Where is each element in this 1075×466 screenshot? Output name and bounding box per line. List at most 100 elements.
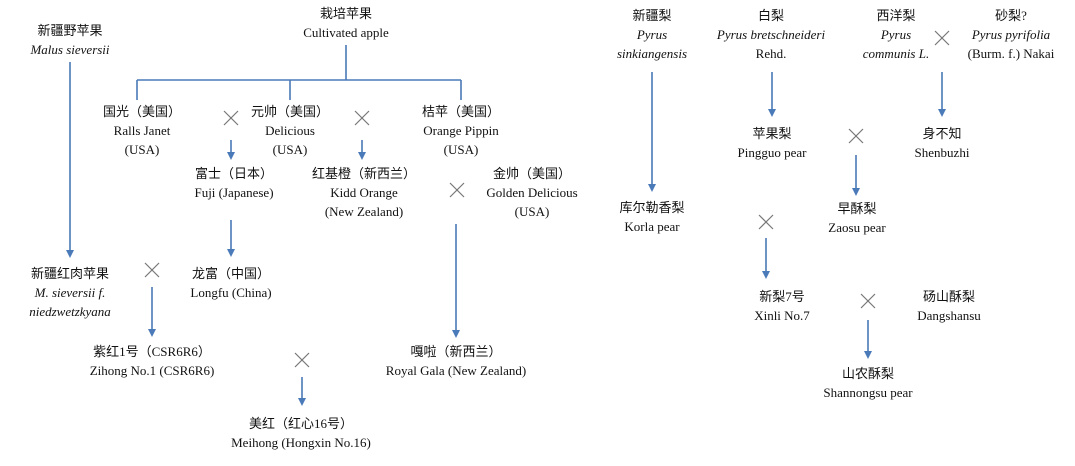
node-zh-label: 红基橙（新西兰） — [311, 166, 417, 181]
node-red-flesh-apple: 新疆红肉苹果 M. sieversii f. niedzwetzkyana — [29, 264, 111, 321]
node-en-label: Zaosu pear — [828, 220, 886, 235]
node-pyrus-communis: 西洋梨 Pyrus communis L. — [863, 6, 929, 63]
node-en-label: Dangshansu — [917, 308, 981, 323]
node-en-label: Ralls Janet — [113, 123, 171, 138]
node-authority: (Burm. f.) Nakai — [967, 46, 1055, 61]
node-zh-label: 国光（美国） — [102, 104, 182, 119]
node-latin-name: Pyrus — [880, 27, 912, 42]
cross-mark — [860, 293, 876, 309]
node-zh-label: 元帅（美国） — [250, 104, 330, 119]
node-latin-name-2: communis L. — [862, 46, 930, 61]
node-zh-label: 富士（日本） — [194, 166, 273, 181]
cross-mark — [758, 214, 774, 230]
arrow-to-shannongsu-head — [864, 351, 872, 359]
node-zh-label: 新疆梨 — [632, 8, 672, 23]
node-en-label: Royal Gala (New Zealand) — [385, 363, 527, 378]
node-zh-label: 紫红1号（CSR6R6） — [93, 344, 211, 359]
node-en-label: Meihong (Hongxin No.16) — [231, 435, 371, 450]
node-zh-label: 库尔勒香梨 — [619, 200, 685, 215]
node-en-label: Xinli No.7 — [754, 308, 810, 323]
node-latin-name: Malus sieversii — [30, 42, 110, 57]
node-zh-label: 新疆野苹果 — [37, 23, 103, 38]
node-meihong: 美红（红心16号） Meihong (Hongxin No.16) — [231, 414, 371, 452]
arrow-to-zaosu-head — [852, 188, 860, 196]
node-xinli-no7: 新梨7号 Xinli No.7 — [754, 287, 810, 325]
node-en-label: Kidd Orange — [330, 185, 398, 200]
cross-mark — [934, 30, 950, 46]
node-zh-label: 白梨 — [757, 8, 785, 23]
cross-mark — [848, 128, 864, 144]
node-latin-name: Pyrus — [636, 27, 668, 42]
node-dangshansu: 砀山酥梨 Dangshansu — [917, 287, 981, 325]
node-origin-label: (USA) — [272, 142, 308, 157]
node-zaosu-pear: 早酥梨 Zaosu pear — [828, 199, 885, 237]
node-zh-label: 金帅（美国） — [492, 166, 571, 181]
node-zihong-no1: 紫红1号（CSR6R6） Zihong No.1 (CSR6R6) — [90, 342, 215, 380]
node-latin-name: Pyrus bretschneideri — [716, 27, 826, 42]
node-zh-label: 早酥梨 — [837, 201, 877, 216]
node-malus-sieversii: 新疆野苹果 Malus sieversii — [30, 21, 109, 59]
arrow-to-xinli7-head — [762, 271, 770, 279]
node-zh-label: 嘎啦（新西兰） — [410, 344, 502, 359]
node-en-label: Longfu (China) — [190, 285, 272, 300]
node-zh-label: 身不知 — [922, 126, 962, 141]
node-en-label: Orange Pippin — [423, 123, 499, 138]
node-latin-name-2: niedzwetzkyana — [29, 304, 111, 319]
node-origin-label: (USA) — [124, 142, 160, 157]
cross-mark — [223, 110, 239, 126]
node-origin-label: (New Zealand) — [324, 204, 404, 219]
node-zh-label: 西洋梨 — [876, 8, 916, 23]
node-origin-label: (USA) — [514, 204, 550, 219]
node-pingguo-pear: 苹果梨 Pingguo pear — [738, 124, 807, 162]
node-zh-label: 龙富（中国） — [191, 266, 271, 281]
node-pyrus-bretschneideri: 白梨 Pyrus bretschneideri Rehd. — [717, 6, 825, 63]
node-delicious: 元帅（美国） Delicious (USA) — [251, 102, 329, 159]
node-zh-label: 苹果梨 — [752, 126, 792, 141]
arrow-to-fuji-head — [227, 152, 235, 160]
node-zh-label: 山农酥梨 — [841, 366, 894, 381]
node-zh-label: 新梨7号 — [759, 289, 805, 304]
node-latin-name: Pyrus pyrifolia — [971, 27, 1051, 42]
arrow-to-kidd-head — [358, 152, 366, 160]
node-authority: Rehd. — [755, 46, 787, 61]
node-zh-label: 砀山酥梨 — [922, 289, 976, 304]
node-longfu: 龙富（中国） Longfu (China) — [190, 264, 271, 302]
arrow-to-royal-gala-head — [452, 330, 460, 338]
node-shenbuzhi: 身不知 Shenbuzhi — [915, 124, 970, 162]
node-korla-pear: 库尔勒香梨 Korla pear — [619, 198, 684, 236]
arrow-malus-to-redflesh-head — [66, 250, 74, 258]
node-royal-gala: 嘎啦（新西兰） Royal Gala (New Zealand) — [386, 342, 526, 380]
node-zh-label: 砂梨? — [995, 8, 1027, 23]
cross-mark — [294, 352, 310, 368]
cross-mark — [144, 262, 160, 278]
node-en-label: Shenbuzhi — [914, 145, 970, 160]
node-en-label: Delicious — [265, 123, 315, 138]
arrow-to-zihong-head — [148, 329, 156, 337]
cross-mark — [354, 110, 370, 126]
node-ralls-janet: 国光（美国） Ralls Janet (USA) — [103, 102, 181, 159]
node-orange-pippin: 桔苹（美国） Orange Pippin (USA) — [422, 102, 500, 159]
node-golden-delicious: 金帅（美国） Golden Delicious (USA) — [486, 164, 577, 221]
node-en-label: Pingguo pear — [737, 145, 807, 160]
node-en-label: Fuji (Japanese) — [194, 185, 274, 200]
node-fuji: 富士（日本） Fuji (Japanese) — [194, 164, 273, 202]
node-en-label: Golden Delicious — [486, 185, 578, 200]
node-origin-label: (USA) — [443, 142, 479, 157]
arrow-to-shenbuzhi-head — [938, 109, 946, 117]
cross-mark — [449, 182, 465, 198]
node-kidd-orange: 红基橙（新西兰） Kidd Orange (New Zealand) — [312, 164, 416, 221]
arrow-to-korla-head — [648, 184, 656, 192]
node-en-label: Cultivated apple — [303, 25, 389, 40]
node-en-label: Shannongsu pear — [823, 385, 913, 400]
node-en-label: Zihong No.1 (CSR6R6) — [89, 363, 215, 378]
arrow-fuji-to-longfu-head — [227, 249, 235, 257]
node-en-label: Korla pear — [624, 219, 680, 234]
node-zh-label: 美红（红心16号） — [248, 416, 353, 431]
node-cultivated-apple: 栽培苹果 Cultivated apple — [303, 4, 389, 42]
node-latin-name: M. sieversii f. — [34, 285, 106, 300]
node-pyrus-pyrifolia: 砂梨? Pyrus pyrifolia (Burm. f.) Nakai — [968, 6, 1055, 63]
node-zh-label: 桔苹（美国） — [421, 104, 501, 119]
node-pyrus-sinkiangensis: 新疆梨 Pyrus sinkiangensis — [617, 6, 687, 63]
node-shannongsu-pear: 山农酥梨 Shannongsu pear — [823, 364, 912, 402]
